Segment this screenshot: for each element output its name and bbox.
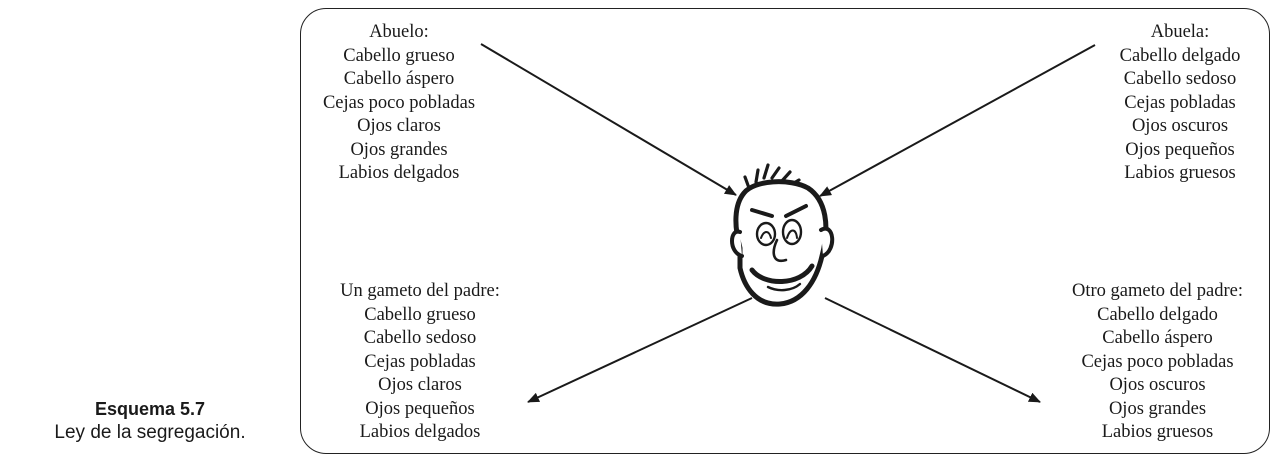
trait-item: Cejas poco pobladas	[322, 92, 476, 113]
trait-item: Cabello delgado	[1097, 304, 1218, 325]
trait-item: Cabello sedoso	[1123, 69, 1237, 89]
trait-item: Cabello grueso	[364, 304, 476, 325]
trait-item: Ojos claros	[378, 375, 462, 395]
cartoon-face-icon	[730, 163, 835, 307]
trait-item: Ojos pequeños	[1125, 139, 1235, 160]
trait-item: Cejas poco pobladas	[1081, 351, 1234, 372]
father-gamete-1-traits: Un gameto del padre: Cabello grueso Cabe…	[322, 280, 518, 445]
figure-caption: Esquema 5.7 Ley de la segregación.	[0, 398, 300, 444]
trait-item: Cabello sedoso	[363, 328, 477, 348]
figure-number: Esquema 5.7	[94, 399, 206, 419]
trait-item: Ojos grandes	[350, 139, 448, 160]
trait-item: Labios delgados	[338, 163, 460, 183]
trait-item: Labios gruesos	[1124, 163, 1236, 183]
trait-item: Ojos grandes	[1108, 398, 1207, 419]
grandfather-traits: Abuelo: Cabello grueso Cabello áspero Ce…	[314, 21, 484, 186]
trait-item: Ojos oscuros	[1131, 116, 1229, 136]
trait-item: Cejas pobladas	[1124, 92, 1236, 113]
grandmother-traits: Abuela: Cabello delgado Cabello sedoso C…	[1090, 21, 1270, 186]
arrow-face-to-gamete-1	[527, 297, 753, 403]
trait-item: Ojos claros	[357, 116, 441, 136]
father-gamete-2-title: Otro gameto del padre:	[1071, 281, 1244, 301]
trait-item: Ojos oscuros	[1109, 375, 1206, 395]
trait-item: Cabello áspero	[343, 69, 455, 89]
trait-item: Ojos pequeños	[365, 398, 475, 419]
figure-description: Ley de la segregación.	[54, 422, 246, 443]
trait-item: Cabello delgado	[1119, 45, 1241, 66]
trait-item: Cabello áspero	[1102, 328, 1213, 348]
arrow-face-to-gamete-2	[824, 297, 1041, 403]
father-gamete-2-traits: Otro gameto del padre: Cabello delgado C…	[1055, 280, 1260, 445]
grandmother-title: Abuela:	[1150, 22, 1210, 42]
trait-item: Cabello grueso	[343, 45, 455, 66]
arrow-grandfather-to-face	[480, 43, 737, 196]
father-gamete-1-title: Un gameto del padre:	[340, 281, 500, 301]
grandfather-title: Abuelo:	[369, 22, 429, 42]
arrow-grandmother-to-face	[819, 44, 1096, 197]
trait-item: Cejas pobladas	[364, 351, 476, 372]
trait-item: Labios gruesos	[1101, 422, 1214, 442]
trait-item: Labios delgados	[359, 422, 481, 442]
